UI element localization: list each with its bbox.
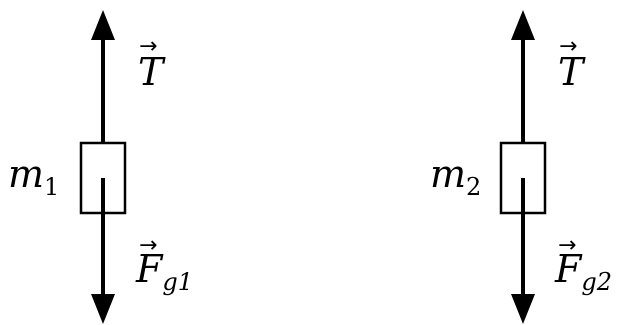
free-body-diagram-1: m1 → T → Fg1 [8,10,193,324]
mass-label-2: m2 [430,152,481,201]
gravity-label-2: Fg2 [554,247,612,296]
gravity-label-1: Fg1 [135,247,193,296]
gravity-arrowhead-2 [511,294,535,324]
tension-label-1: T [138,50,166,94]
mass-symbol-2: m [430,152,466,196]
mass-subscript-2: 2 [466,173,481,201]
tension-vector-mark-2: → [559,34,577,59]
mass-subscript-1: 1 [44,173,59,201]
tension-arrowhead-1 [91,10,115,40]
tension-label-2: T [558,50,586,94]
gravity-arrowhead-1 [91,294,115,324]
gravity-vector-mark-1: → [139,233,157,258]
gravity-vector-mark-2: → [558,233,576,258]
mass-symbol-1: m [8,152,44,196]
gravity-symbol-1: F [135,247,164,291]
gravity-subscript-1: g1 [162,268,193,296]
gravity-subscript-2: g2 [581,268,612,296]
mass-label-1: m1 [8,152,59,201]
gravity-symbol-2: F [554,247,583,291]
tension-vector-mark-1: → [139,34,157,59]
tension-arrowhead-2 [511,10,535,40]
free-body-diagram-2: m2 → T → Fg2 [430,10,612,324]
